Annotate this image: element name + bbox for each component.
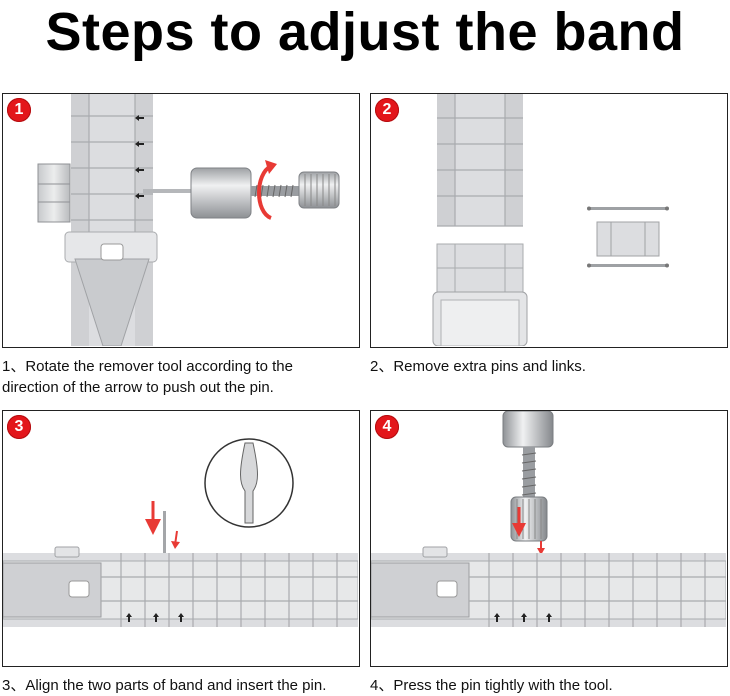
arrow-up-icon xyxy=(126,613,132,622)
step-1-caption-line-1: 1、Rotate the remover tool according to t… xyxy=(2,358,293,375)
step-1-badge: 1 xyxy=(7,98,31,122)
step-3-panel: 3 xyxy=(2,410,360,667)
step-2-caption: 2、Remove extra pins and links. xyxy=(370,358,586,375)
arrow-left-icon xyxy=(135,115,144,121)
arrow-left-icon xyxy=(135,167,144,173)
step-1-illustration xyxy=(37,94,340,346)
arrow-up-icon xyxy=(546,613,552,622)
arrow-up-icon xyxy=(153,613,159,622)
step-2-badge: 2 xyxy=(375,98,399,122)
press-down-arrow-icon xyxy=(512,523,526,537)
step-1-caption-line-2: direction of the arrow to push out the p… xyxy=(2,379,274,396)
step-3-illustration xyxy=(3,438,358,627)
arrow-left-icon xyxy=(135,141,144,147)
step-2-panel: 2 xyxy=(370,93,728,348)
step-4-caption: 4、Press the pin tightly with the tool. xyxy=(370,677,613,694)
step-3-badge: 3 xyxy=(7,415,31,439)
step-1-panel: 1 xyxy=(2,93,360,348)
step-4-panel: 4 xyxy=(370,410,728,667)
rotate-arrow-icon xyxy=(257,164,273,220)
arrow-up-icon xyxy=(178,613,184,622)
step-4-illustration xyxy=(371,411,726,627)
press-down-arrow-icon xyxy=(145,519,161,535)
step-3-caption: 3、Align the two parts of band and insert… xyxy=(2,677,327,694)
arrow-left-icon xyxy=(135,193,144,199)
step-4-badge: 4 xyxy=(375,415,399,439)
page-title: Steps to adjust the band xyxy=(45,2,685,62)
arrow-up-icon xyxy=(494,613,500,622)
step-2-illustration xyxy=(432,94,669,346)
arrow-up-icon xyxy=(521,613,527,622)
